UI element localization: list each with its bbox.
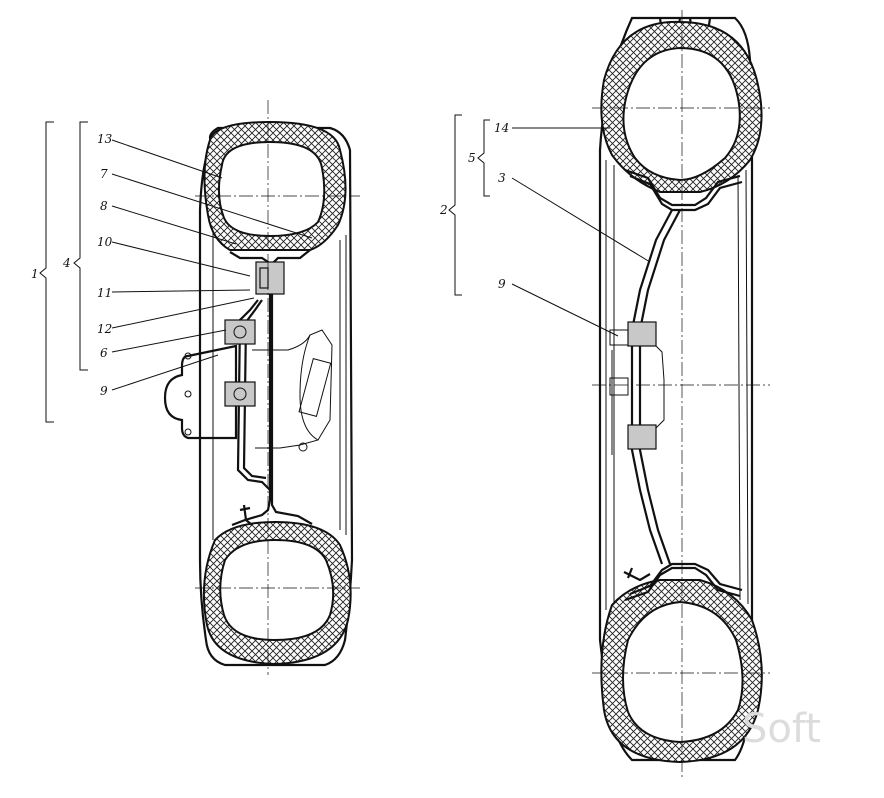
label-9-right: 9 [498, 277, 506, 291]
right-braces [448, 114, 490, 296]
label-9-left: 9 [100, 384, 108, 398]
left-tire-bottom-section [202, 520, 352, 666]
label-14: 14 [494, 121, 509, 135]
left-hub-cap [163, 344, 238, 440]
label-7: 7 [100, 167, 108, 181]
label-6: 6 [100, 346, 108, 360]
left-brake-cylinder [298, 357, 332, 417]
left-valve [239, 504, 253, 526]
watermark-text: Soft [742, 706, 821, 752]
right-hub [655, 345, 665, 429]
label-5: 5 [468, 151, 476, 165]
left-leader-lines [111, 139, 313, 391]
right-tire-top-section [600, 20, 763, 193]
label-3: 3 [498, 171, 506, 185]
label-10: 10 [97, 235, 113, 249]
right-leader-lines [511, 127, 651, 337]
label-4: 4 [62, 256, 71, 270]
part-labels: 13 7 8 10 4 1 11 12 6 9 14 5 3 2 9 [31, 121, 509, 398]
right-rim-top [624, 168, 741, 207]
right-tire-bottom-section [600, 579, 763, 764]
left-tire-outline [198, 126, 354, 667]
right-valve [623, 567, 651, 582]
label-1: 1 [31, 267, 39, 281]
right-wheel [592, 10, 770, 780]
label-2: 2 [439, 203, 448, 217]
label-12: 12 [97, 322, 112, 336]
right-rim-bottom [624, 566, 741, 602]
label-11: 11 [97, 286, 112, 300]
label-13: 13 [97, 132, 113, 146]
left-tire-top-section [203, 120, 347, 251]
left-disc [236, 299, 271, 491]
left-rim [229, 251, 272, 527]
right-hub-flange [627, 321, 657, 347]
left-hub [252, 329, 333, 449]
left-braces [39, 121, 88, 423]
right-disc [630, 209, 673, 565]
left-wheel [163, 100, 360, 675]
label-8: 8 [100, 199, 108, 213]
